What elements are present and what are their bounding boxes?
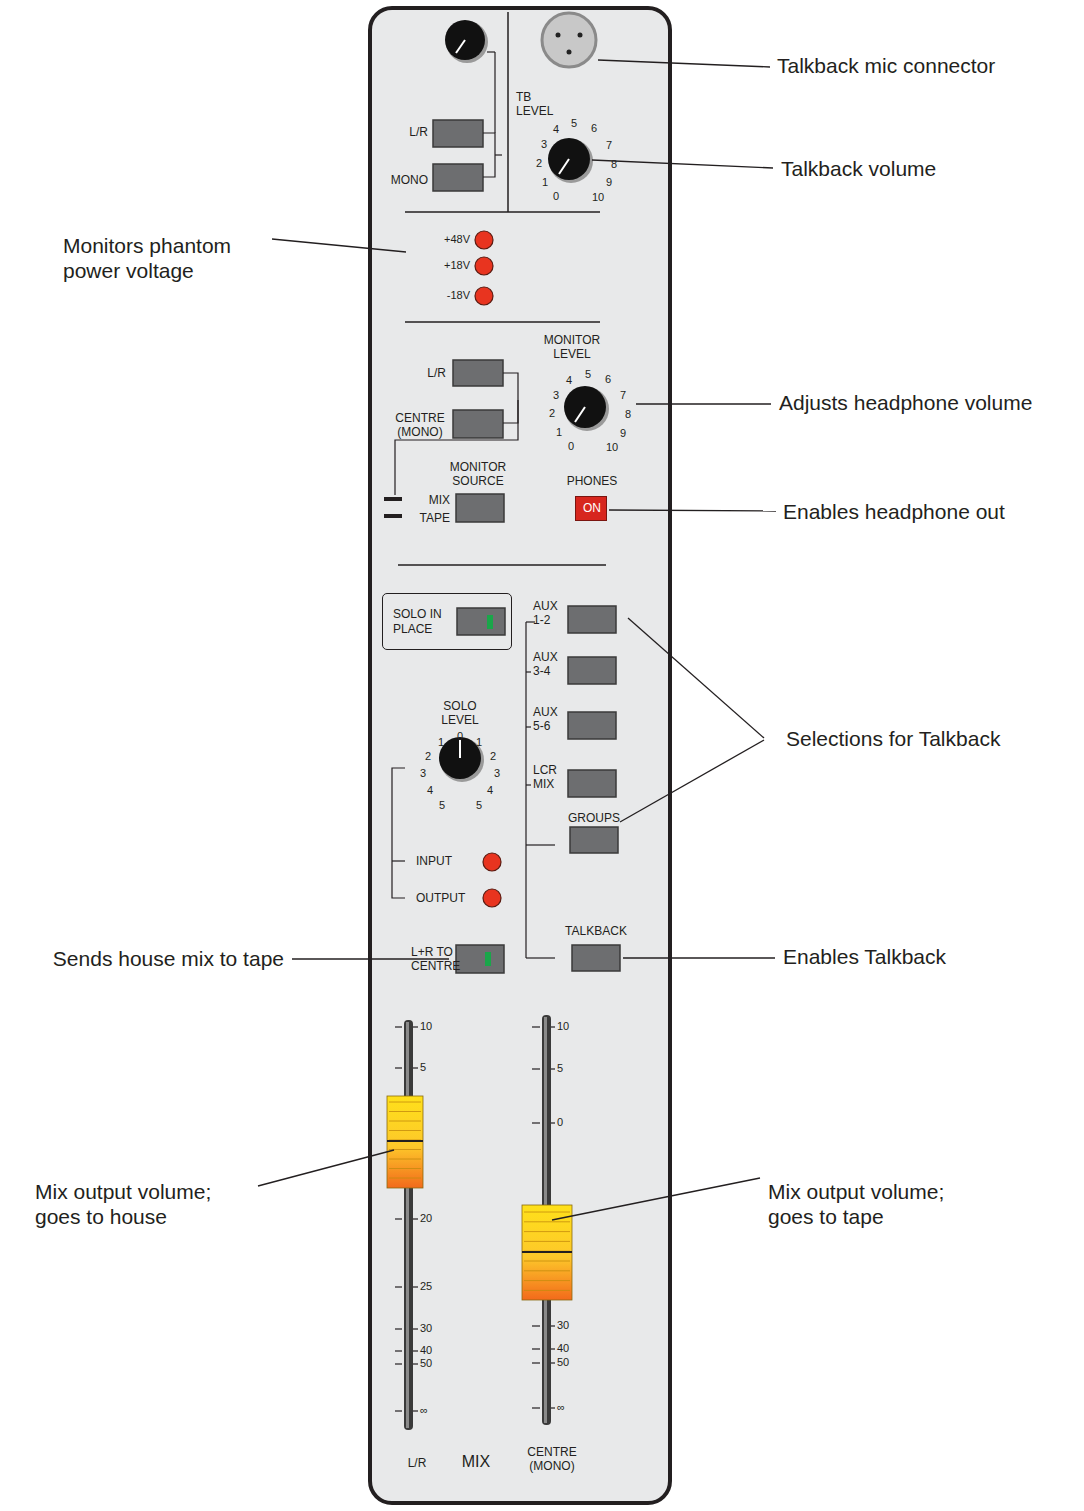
panel-legend: AUX 5-6	[533, 705, 567, 734]
panel-legend: 4	[487, 784, 493, 797]
panel-legend: MIX	[462, 1452, 490, 1471]
callout-text: Adjusts headphone volume	[779, 390, 1032, 415]
callout-text: Sends house mix to tape	[53, 946, 284, 971]
panel-legend: 2	[425, 750, 431, 763]
callout-text: Mix output volume; goes to tape	[768, 1179, 990, 1229]
panel-legend: L/R	[409, 125, 428, 139]
panel-legend: 3	[420, 767, 426, 780]
panel-legend: 10	[606, 441, 618, 454]
panel-legend: 5	[476, 799, 482, 812]
panel-legend: 4	[566, 374, 572, 387]
panel-legend: GROUPS	[568, 811, 620, 825]
panel-legend: PHONES	[567, 474, 618, 488]
callout-text: Monitors phantom power voltage	[63, 233, 268, 283]
callout-text: Talkback mic connector	[777, 53, 995, 78]
panel-legend: 4	[427, 784, 433, 797]
panel-legend: TAPE	[420, 511, 450, 525]
panel-legend: 50	[420, 1357, 432, 1370]
panel-legend: 7	[620, 389, 626, 402]
panel-legend: -18V	[447, 289, 470, 302]
panel-legend: MIX	[429, 493, 450, 507]
panel-legend: 8	[611, 158, 617, 171]
panel-legend: 20	[420, 1212, 432, 1225]
panel-legend: 2	[549, 407, 555, 420]
panel-legend: 8	[625, 408, 631, 421]
panel-legend: 10	[592, 191, 604, 204]
panel-legend: 3	[541, 138, 547, 151]
panel-legend: 40	[557, 1342, 569, 1355]
panel-legend: 5	[557, 1062, 563, 1075]
callout-text: Enables headphone out	[783, 499, 1005, 524]
panel-legend: 7	[606, 139, 612, 152]
phones-on-button: ON	[575, 496, 607, 521]
panel-legend: 1	[476, 736, 482, 749]
panel-legend: CENTRE (MONO)	[517, 1445, 587, 1474]
panel-legend: TALKBACK	[565, 924, 627, 938]
node-text: ON	[576, 501, 608, 515]
panel-legend: L/R	[408, 1456, 427, 1470]
panel-legend: 50	[557, 1356, 569, 1369]
panel-legend: 2	[490, 750, 496, 763]
panel-legend: 10	[557, 1020, 569, 1033]
panel-legend: 1	[438, 736, 444, 749]
solo-in-place-box: SOLO IN PLACE	[382, 593, 512, 650]
panel-legend: L+R TO CENTRE	[411, 945, 455, 974]
panel-legend: LCR MIX	[533, 763, 567, 792]
panel-legend: +48V	[444, 233, 470, 246]
callout-text: Mix output volume; goes to house	[35, 1179, 257, 1229]
panel-legend: ∞	[420, 1404, 428, 1417]
panel-legend: 10	[420, 1020, 432, 1033]
panel-legend: L/R	[427, 366, 446, 380]
panel-legend: +18V	[444, 259, 470, 272]
panel-legend: 0	[557, 1116, 563, 1129]
panel-legend: 30	[420, 1322, 432, 1335]
panel-legend: 1	[556, 426, 562, 439]
panel-legend: 30	[557, 1319, 569, 1332]
callout-text: Enables Talkback	[783, 944, 946, 969]
panel-legend: 0	[568, 440, 574, 453]
panel-legend: 6	[605, 373, 611, 386]
panel-legend: 4	[553, 123, 559, 136]
panel-legend: 5	[420, 1061, 426, 1074]
panel-legend: AUX 3-4	[533, 650, 567, 679]
panel-legend: CENTRE (MONO)	[385, 411, 455, 440]
solo-button	[456, 607, 508, 637]
panel-legend: MONITOR LEVEL	[536, 333, 608, 362]
panel-legend: TB LEVEL	[516, 90, 558, 119]
panel-legend: 2	[536, 157, 542, 170]
node-text: SOLO IN PLACE	[393, 607, 445, 636]
callout-text: Talkback volume	[781, 156, 936, 181]
panel-legend: 3	[494, 767, 500, 780]
callout-text: Selections for Talkback	[786, 726, 1000, 751]
panel-legend: MONITOR SOURCE	[438, 460, 518, 489]
panel-legend: AUX 1-2	[533, 599, 567, 628]
panel-legend: MONO	[391, 173, 428, 187]
panel-legend: 40	[420, 1344, 432, 1357]
panel-legend: OUTPUT	[416, 891, 465, 905]
panel-legend: 3	[553, 389, 559, 402]
panel-legend: INPUT	[416, 854, 452, 868]
panel-legend: 5	[571, 117, 577, 130]
panel-legend: 5	[585, 368, 591, 381]
panel-legend: 1	[542, 176, 548, 189]
panel-legend: ∞	[557, 1401, 565, 1414]
panel-legend: 0	[457, 730, 463, 743]
panel-legend: 0	[553, 190, 559, 203]
panel-legend: 6	[591, 122, 597, 135]
panel-legend: 25	[420, 1280, 432, 1293]
panel-legend: 9	[620, 427, 626, 440]
panel-legend: 5	[439, 799, 445, 812]
panel-legend: 9	[606, 176, 612, 189]
panel-legend: SOLO LEVEL	[435, 699, 485, 728]
